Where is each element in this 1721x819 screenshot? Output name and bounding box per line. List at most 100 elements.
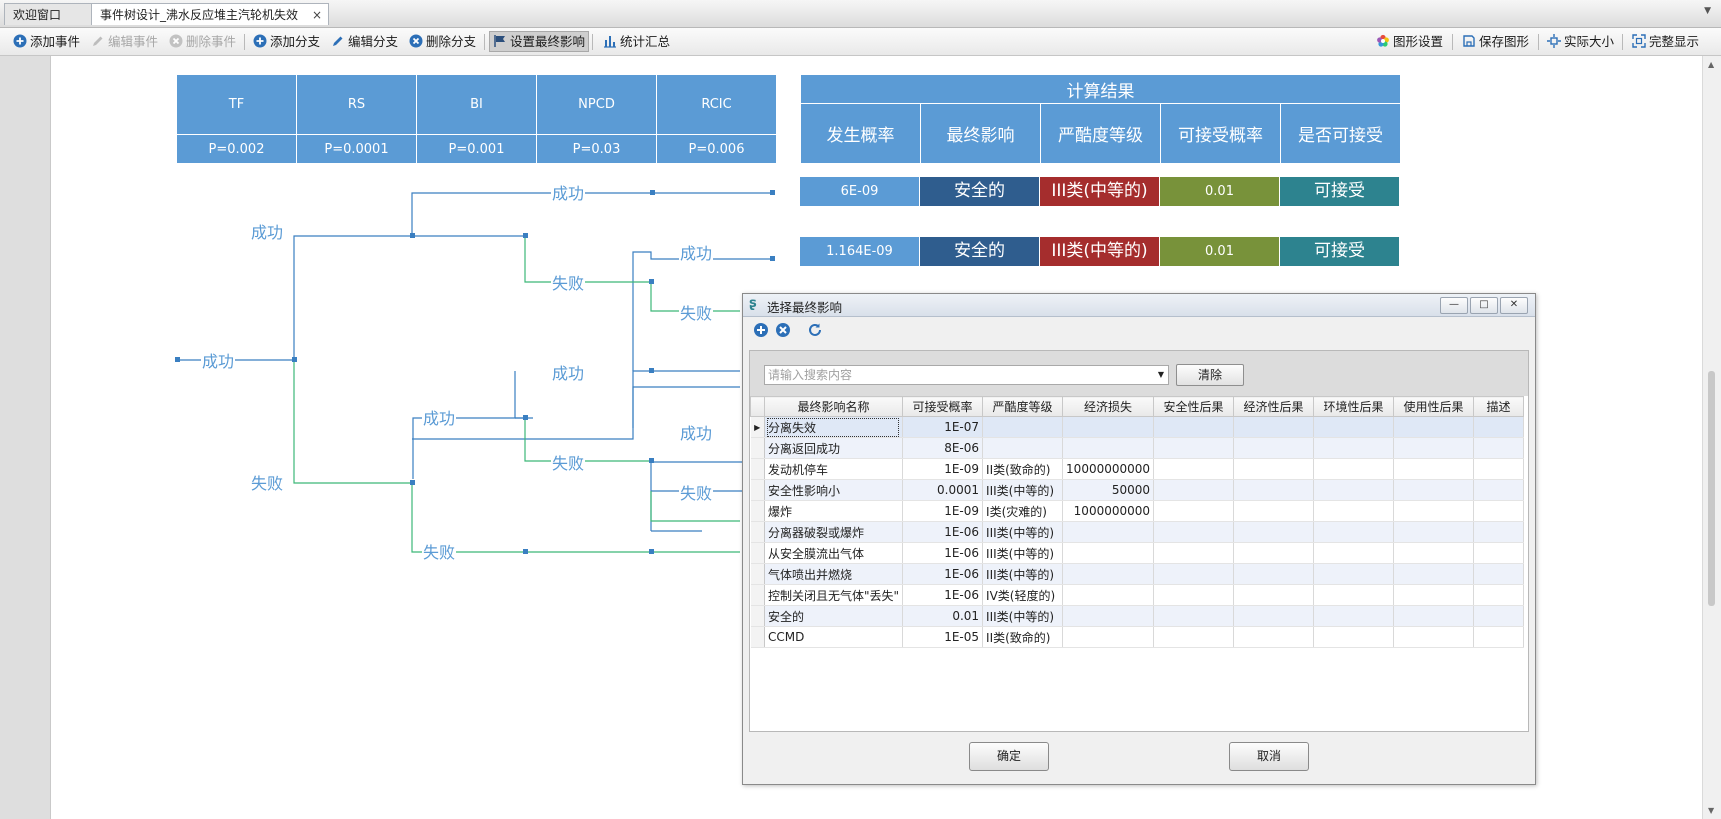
ok-button[interactable]: 确定	[969, 742, 1049, 771]
cell-empty[interactable]	[1473, 521, 1525, 543]
cell-empty[interactable]	[1233, 521, 1315, 543]
cell-empty[interactable]	[1313, 605, 1395, 627]
cell-empty[interactable]	[1473, 626, 1525, 648]
tab-event-tree-design[interactable]: 事件树设计_沸水反应堆主汽轮机失效 ×	[91, 3, 329, 25]
cell-empty[interactable]	[1233, 437, 1315, 459]
cell-empty[interactable]	[1473, 479, 1525, 501]
branch-label-failure[interactable]: 失败	[422, 539, 457, 563]
edit-event-button[interactable]: 编辑事件	[88, 31, 161, 52]
cell-empty[interactable]	[1153, 563, 1235, 585]
cell-severity[interactable]: IV类(轻度的)	[982, 584, 1064, 606]
cell-severity[interactable]: I类(灾难的)	[982, 500, 1064, 522]
cell-empty[interactable]	[1473, 584, 1525, 606]
cell-empty[interactable]	[1313, 479, 1395, 501]
search-dropdown-chevron-down-icon[interactable]: ▼	[1157, 370, 1164, 379]
cell-probability[interactable]: 1E-06	[902, 584, 984, 606]
cell-empty[interactable]	[1233, 626, 1315, 648]
tab-menu-chevron-down-icon[interactable]: ▼	[1704, 6, 1711, 16]
delete-branch-button[interactable]: 删除分支	[406, 31, 479, 52]
cell-probability[interactable]: 1E-09	[902, 500, 984, 522]
cell-empty[interactable]	[1313, 626, 1395, 648]
cell-empty[interactable]	[1393, 500, 1475, 522]
result-row[interactable]: 1.164E-09 安全的 III类(中等的) 0.01 可接受	[800, 237, 1400, 266]
cell-empty[interactable]	[1393, 626, 1475, 648]
cell-empty[interactable]	[1313, 584, 1395, 606]
cell-empty[interactable]	[1313, 521, 1395, 543]
cell-economic-loss[interactable]	[1062, 563, 1155, 585]
cell-probability[interactable]: 1E-06	[902, 563, 984, 585]
result-row[interactable]: 6E-09 安全的 III类(中等的) 0.01 可接受	[800, 177, 1400, 206]
branch-label-failure[interactable]: 失败	[551, 450, 586, 474]
event-name-cell[interactable]: BI	[416, 74, 537, 135]
save-graphic-button[interactable]: 保存图形	[1459, 31, 1532, 52]
cell-name[interactable]: 安全的	[764, 605, 904, 627]
scroll-up-arrow-icon[interactable]: ▲	[1708, 60, 1715, 69]
cell-empty[interactable]	[1393, 584, 1475, 606]
cell-empty[interactable]	[1233, 416, 1315, 438]
set-final-effect-button[interactable]: 设置最终影响	[489, 31, 590, 52]
cell-severity[interactable]: III类(中等的)	[982, 563, 1064, 585]
tab-close-icon[interactable]: ×	[311, 8, 322, 22]
cell-name[interactable]: 分离失效	[764, 416, 904, 438]
cell-empty[interactable]	[1393, 479, 1475, 501]
branch-label-success[interactable]: 成功	[551, 180, 586, 204]
cell-name[interactable]: 控制关闭且无气体"丢失"	[764, 584, 904, 606]
event-name-cell[interactable]: RCIC	[656, 74, 777, 135]
cell-economic-loss[interactable]: 10000000000	[1062, 458, 1155, 480]
column-header[interactable]: 安全性后果	[1153, 396, 1235, 417]
column-header[interactable]: 经济性后果	[1233, 396, 1315, 417]
add-event-button[interactable]: 添加事件	[10, 31, 83, 52]
cell-name[interactable]: 分离器破裂或爆炸	[764, 521, 904, 543]
cell-economic-loss[interactable]: 50000	[1062, 479, 1155, 501]
cell-empty[interactable]	[1473, 542, 1525, 564]
cell-empty[interactable]	[1233, 479, 1315, 501]
column-header[interactable]: 经济损失	[1062, 396, 1155, 417]
branch-label-success[interactable]: 成功	[250, 219, 285, 243]
cell-empty[interactable]	[1153, 626, 1235, 648]
cell-empty[interactable]	[1393, 563, 1475, 585]
search-input[interactable]: 请输入搜索内容 ▼	[764, 365, 1169, 385]
refresh-icon[interactable]	[807, 322, 823, 338]
cell-name[interactable]: CCMD	[764, 626, 904, 648]
branch-label-success[interactable]: 成功	[679, 420, 714, 444]
cell-probability[interactable]: 0.0001	[902, 479, 984, 501]
cell-empty[interactable]	[1473, 563, 1525, 585]
scroll-down-arrow-icon[interactable]: ▼	[1708, 806, 1715, 815]
dialog-titlebar[interactable]: ʂ 选择最终影响 — □ ✕	[743, 294, 1535, 317]
cell-empty[interactable]	[1233, 500, 1315, 522]
cell-empty[interactable]	[1153, 458, 1235, 480]
cell-empty[interactable]	[1313, 458, 1395, 480]
delete-event-button[interactable]: 删除事件	[166, 31, 239, 52]
branch-label-success[interactable]: 成功	[201, 348, 236, 372]
column-header[interactable]: 可接受概率	[902, 396, 984, 417]
cell-empty[interactable]	[1473, 437, 1525, 459]
cell-severity[interactable]: III类(中等的)	[982, 479, 1064, 501]
cell-severity[interactable]	[982, 437, 1064, 459]
cell-probability[interactable]: 1E-07	[902, 416, 984, 438]
cell-empty[interactable]	[1313, 542, 1395, 564]
column-header[interactable]: 最终影响名称	[763, 396, 904, 417]
cell-empty[interactable]	[1473, 500, 1525, 522]
minimize-button[interactable]: —	[1440, 297, 1468, 314]
cell-probability[interactable]: 1E-05	[902, 626, 984, 648]
cell-severity[interactable]: II类(致命的)	[982, 458, 1064, 480]
branch-label-failure[interactable]: 失败	[250, 470, 285, 494]
branch-label-success[interactable]: 成功	[422, 405, 457, 429]
cancel-button[interactable]: 取消	[1229, 742, 1309, 771]
maximize-button[interactable]: □	[1470, 297, 1498, 314]
cell-severity[interactable]: III类(中等的)	[982, 521, 1064, 543]
cell-empty[interactable]	[1233, 542, 1315, 564]
cell-empty[interactable]	[1153, 416, 1235, 438]
event-name-cell[interactable]: NPCD	[536, 74, 657, 135]
cell-economic-loss[interactable]	[1062, 437, 1155, 459]
cell-severity[interactable]: III类(中等的)	[982, 605, 1064, 627]
